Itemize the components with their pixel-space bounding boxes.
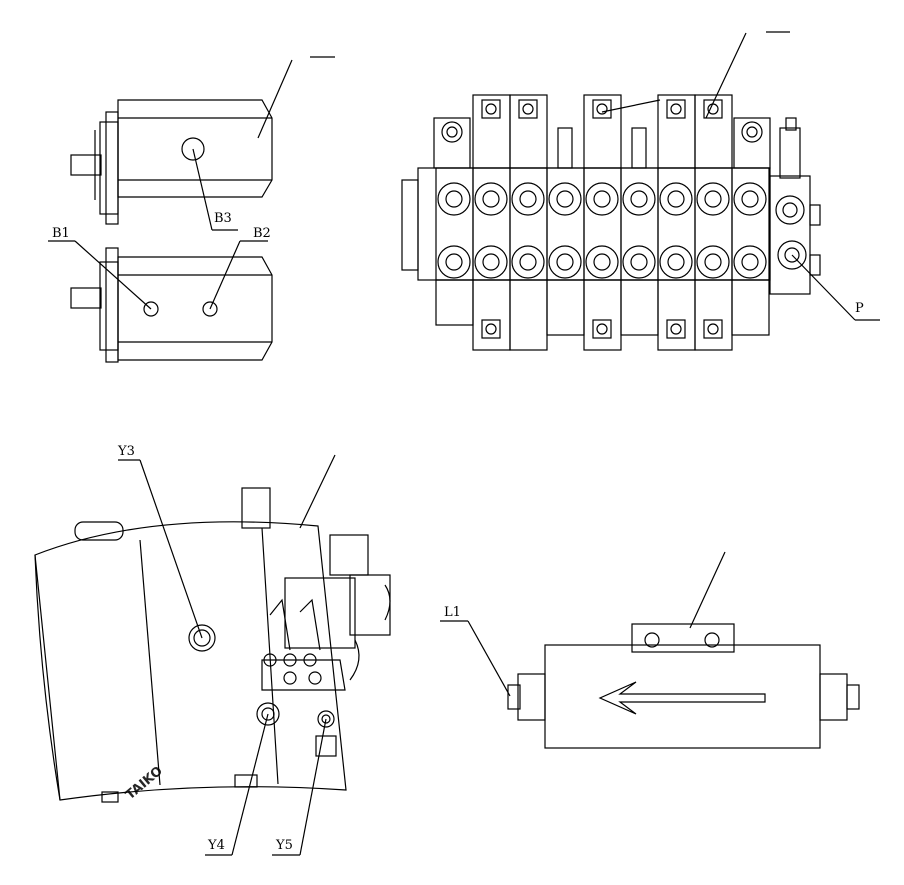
valve-lower-ports bbox=[437, 245, 767, 279]
label-p: P bbox=[855, 301, 864, 316]
label-b3: B3 bbox=[214, 211, 232, 226]
port-b3-icon bbox=[181, 137, 205, 161]
port-y3-icon bbox=[188, 624, 216, 652]
filler-cap-icon bbox=[74, 521, 124, 541]
pump-motor-top bbox=[70, 56, 335, 231]
label-b1: B1 bbox=[52, 226, 70, 241]
label-y5: Y5 bbox=[275, 838, 293, 853]
filter-cylinder bbox=[440, 551, 860, 749]
port-b2-icon bbox=[202, 301, 218, 317]
port-y4-icon bbox=[256, 702, 280, 726]
label-l1: L1 bbox=[444, 605, 461, 620]
labels: B3 B1 B2 P Y3 Y4 Y5 L1 bbox=[52, 211, 864, 853]
multi-way-valve bbox=[401, 31, 880, 351]
label-y4: Y4 bbox=[207, 838, 225, 853]
flow-arrow-icon bbox=[598, 681, 766, 715]
port-b1-icon bbox=[143, 301, 159, 317]
pump-motor-side bbox=[48, 240, 273, 363]
label-b2: B2 bbox=[253, 226, 271, 241]
label-y3: Y3 bbox=[117, 444, 135, 459]
oil-tank bbox=[34, 454, 391, 856]
valve-upper-ports bbox=[437, 182, 767, 216]
port-y5-icon bbox=[317, 710, 335, 728]
